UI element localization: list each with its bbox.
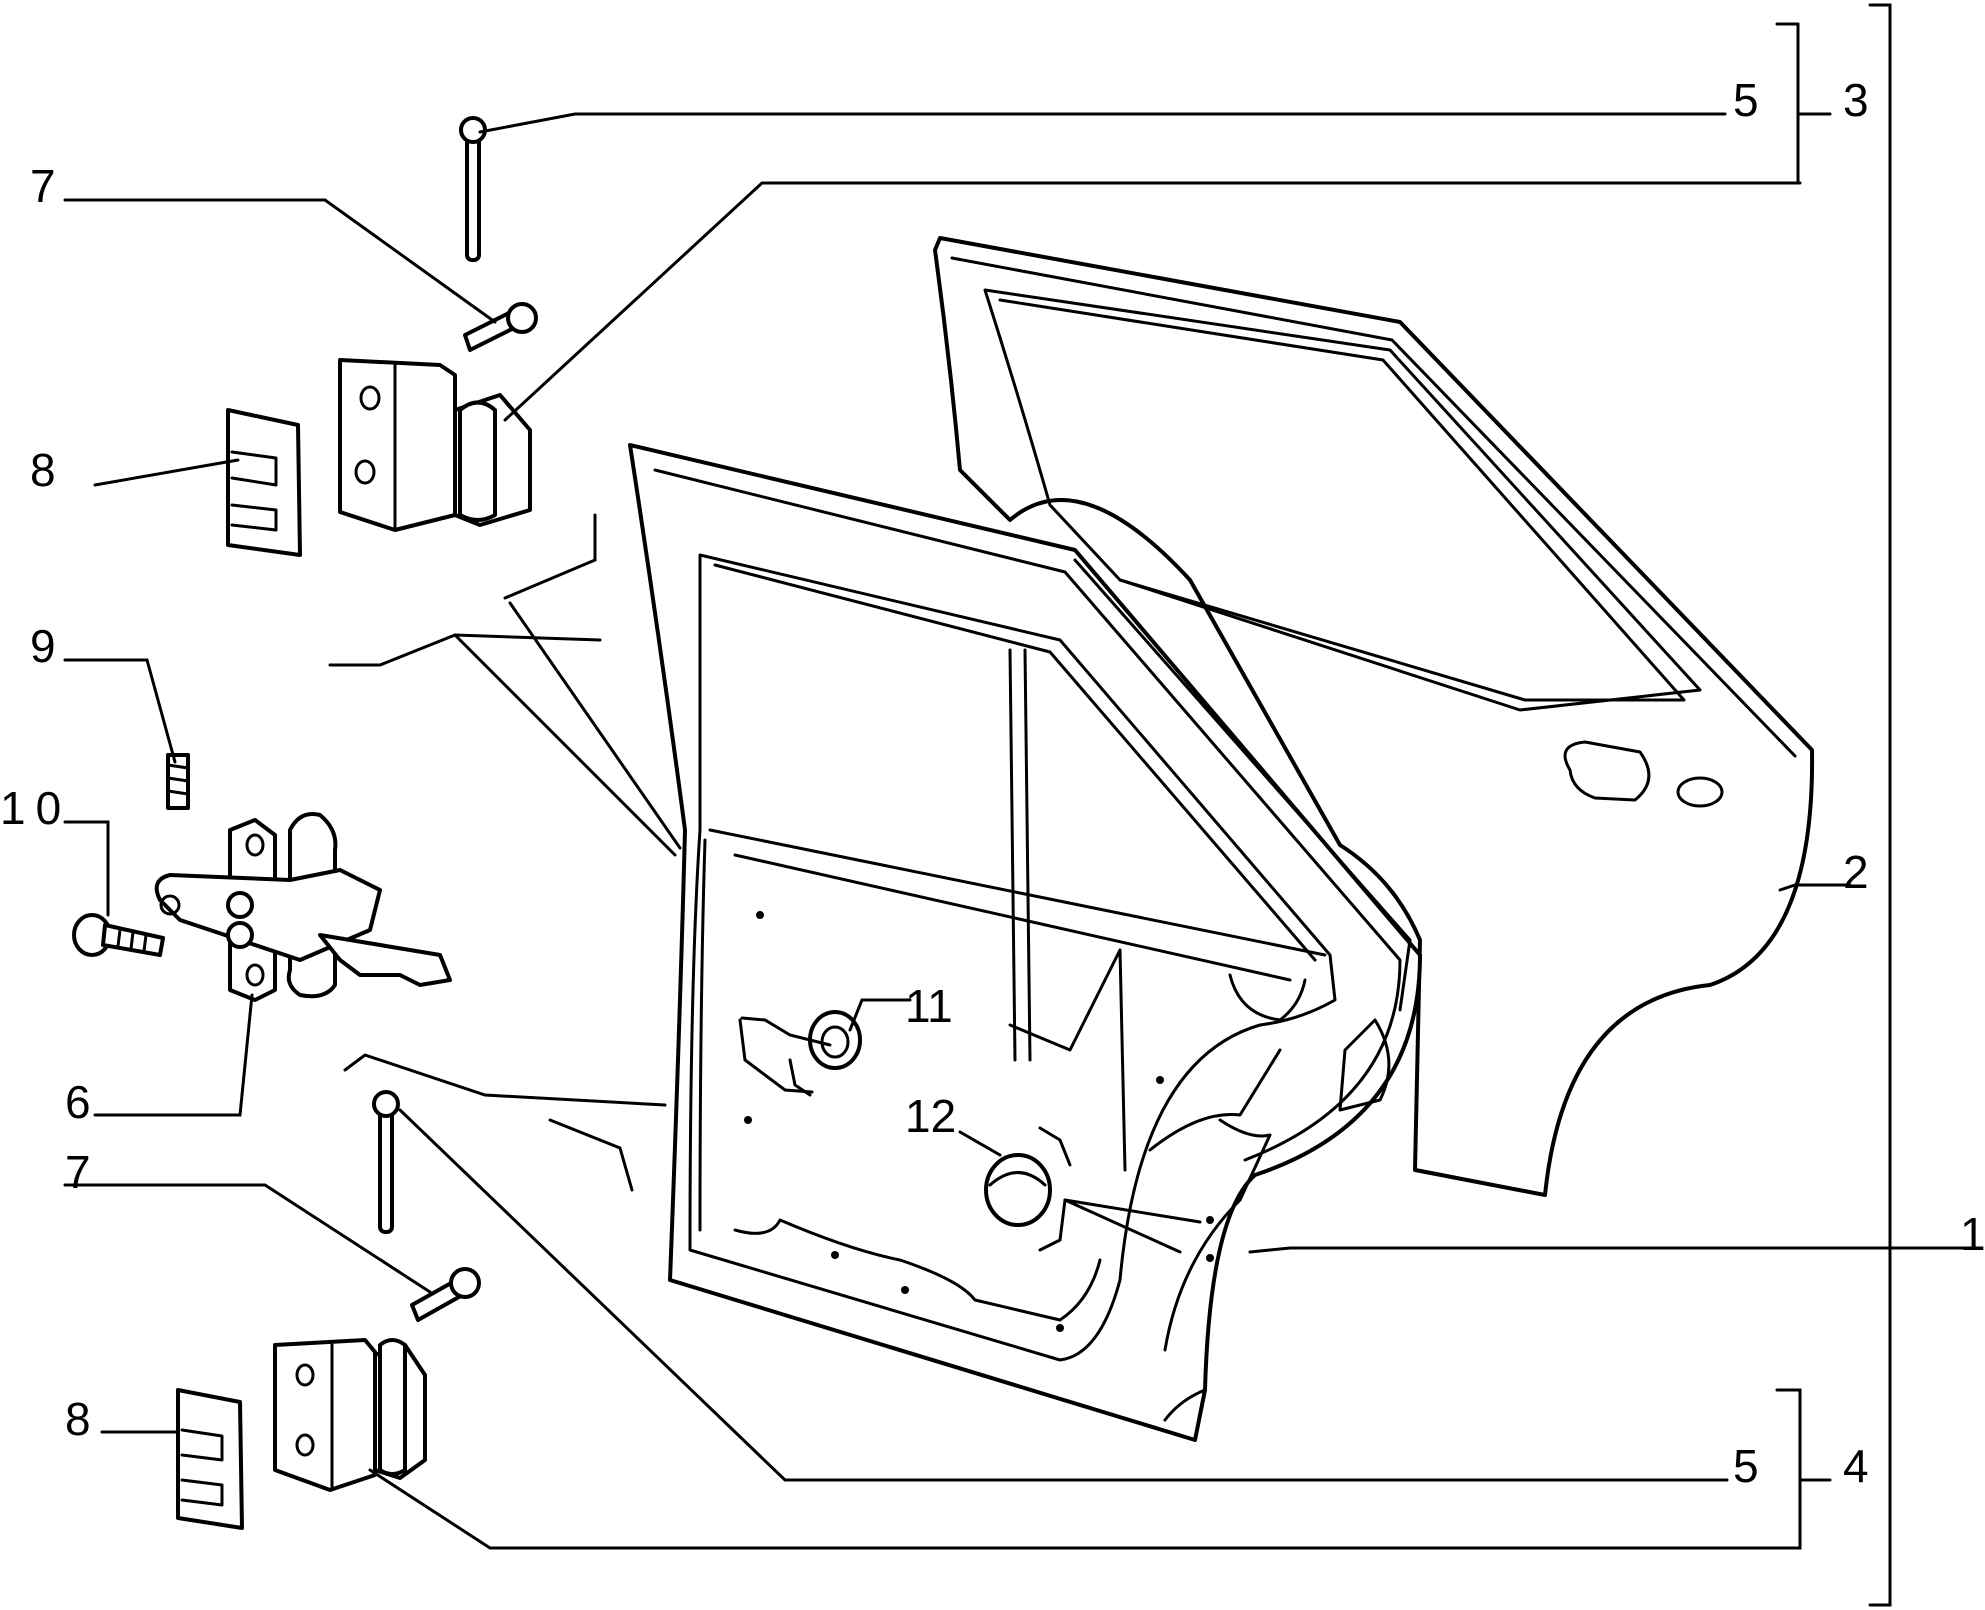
spring bbox=[166, 753, 190, 810]
outer-door-panel bbox=[933, 236, 1815, 1197]
lower-hinge-pin bbox=[372, 1090, 400, 1234]
upper-shim bbox=[226, 408, 302, 557]
upper-hinge bbox=[338, 358, 532, 532]
door-check-mechanism bbox=[154, 812, 452, 1002]
lower-hinge-bolt bbox=[410, 1267, 481, 1322]
callout-11: 11 bbox=[905, 980, 953, 1032]
callout-6: 6 bbox=[65, 1076, 91, 1128]
callout-10: 10 bbox=[0, 782, 71, 834]
callout-8-top: 8 bbox=[30, 444, 56, 496]
callout-5-top: 5 bbox=[1733, 74, 1759, 126]
lower-shim bbox=[176, 1388, 244, 1530]
check-strap-bolt bbox=[72, 913, 165, 957]
callout-12: 12 bbox=[905, 1090, 956, 1142]
callout-labels: 5 3 7 8 9 10 2 11 6 12 7 1 8 5 4 bbox=[0, 74, 1985, 1492]
callout-1: 1 bbox=[1960, 1208, 1985, 1260]
callout-5-bottom: 5 bbox=[1733, 1440, 1759, 1492]
callout-8-bottom: 8 bbox=[65, 1393, 91, 1445]
callout-7-top: 7 bbox=[30, 160, 56, 212]
upper-hinge-pin bbox=[459, 116, 487, 262]
callout-7-bottom: 7 bbox=[65, 1146, 91, 1198]
plug-12 bbox=[984, 1153, 1052, 1227]
lower-hinge bbox=[273, 1338, 427, 1492]
upper-hinge-bolt bbox=[463, 302, 538, 352]
leader-lines bbox=[63, 3, 1967, 1607]
inner-door-shell bbox=[628, 443, 1422, 1442]
callout-2: 2 bbox=[1843, 846, 1869, 898]
callout-3: 3 bbox=[1843, 74, 1869, 126]
callout-9: 9 bbox=[30, 620, 56, 672]
callout-4: 4 bbox=[1843, 1440, 1869, 1492]
